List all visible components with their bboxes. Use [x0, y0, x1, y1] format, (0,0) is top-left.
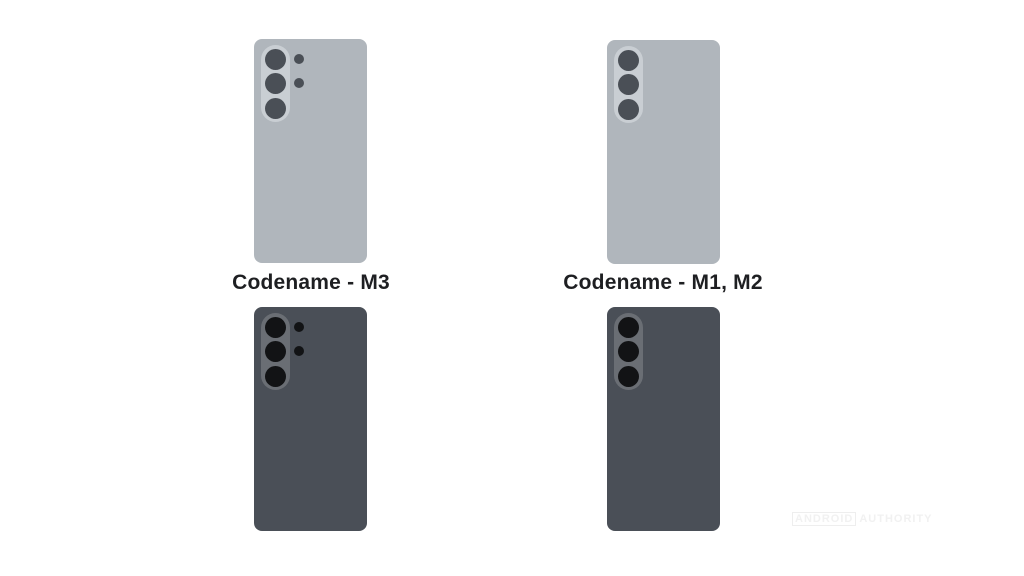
phone-m3-light: [254, 39, 367, 263]
camera-lens-icon: [618, 74, 639, 95]
camera-lens-icon: [265, 73, 286, 94]
camera-module: [614, 46, 643, 123]
camera-lens-icon: [618, 341, 639, 362]
label-m3: Codename - M3: [232, 271, 390, 294]
phone-m1m2-light: [607, 40, 720, 264]
camera-lens-icon: [265, 341, 286, 362]
camera-lens-icon: [618, 99, 639, 120]
camera-lens-icon: [265, 98, 286, 119]
camera-lens-icon: [618, 366, 639, 387]
camera-lens-icon: [265, 366, 286, 387]
camera-module: [261, 45, 290, 122]
watermark-brand-box: ANDROID: [792, 512, 857, 526]
sensor-dot-icon: [294, 78, 304, 88]
camera-module: [614, 313, 643, 390]
sensor-dot-icon: [294, 54, 304, 64]
phone-m3-dark: [254, 307, 367, 531]
label-m1-m2: Codename - M1, M2: [563, 271, 763, 294]
sensor-dot-icon: [294, 322, 304, 332]
camera-module: [261, 313, 290, 390]
sensor-dot-icon: [294, 346, 304, 356]
watermark-brand-text: AUTHORITY: [859, 513, 933, 525]
camera-lens-icon: [618, 50, 639, 71]
phone-m1m2-dark: [607, 307, 720, 531]
camera-lens-icon: [265, 317, 286, 338]
camera-lens-icon: [618, 317, 639, 338]
camera-lens-icon: [265, 49, 286, 70]
